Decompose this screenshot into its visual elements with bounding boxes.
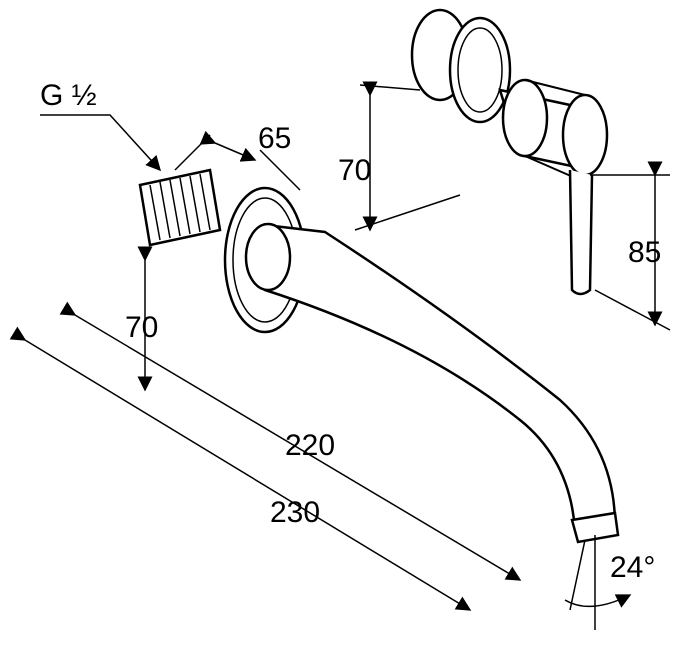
lever-handle-unit xyxy=(410,8,609,296)
dim-lever-height: 70 xyxy=(338,154,371,187)
dim-spout-total: 230 xyxy=(270,496,320,529)
dim-lever-drop: 85 xyxy=(628,236,661,269)
dimension-lines xyxy=(9,81,671,630)
dim-angle: 24° xyxy=(610,551,655,584)
thread-label: G ½ xyxy=(40,79,97,112)
dim-spout-height: 70 xyxy=(125,311,158,344)
spout-unit xyxy=(138,168,620,544)
dim-thread-length: 65 xyxy=(258,122,291,155)
dim-spout-inner: 220 xyxy=(285,429,335,462)
